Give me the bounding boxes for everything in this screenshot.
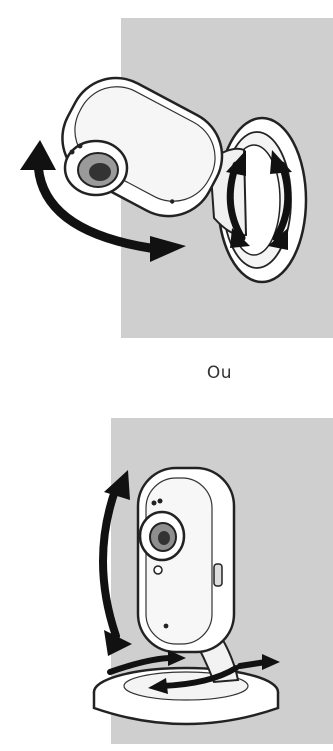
camera-body-bottom	[138, 468, 234, 652]
stand-base	[94, 668, 278, 724]
desk-stand-swivel-camera-icon	[0, 400, 333, 751]
wall-mount-tilt-camera-icon	[0, 0, 333, 340]
camera-lens-top	[65, 141, 127, 195]
wall-bracket	[210, 118, 306, 282]
camera-tilt-arrow	[103, 470, 132, 656]
separator-text: Ou	[0, 363, 333, 383]
